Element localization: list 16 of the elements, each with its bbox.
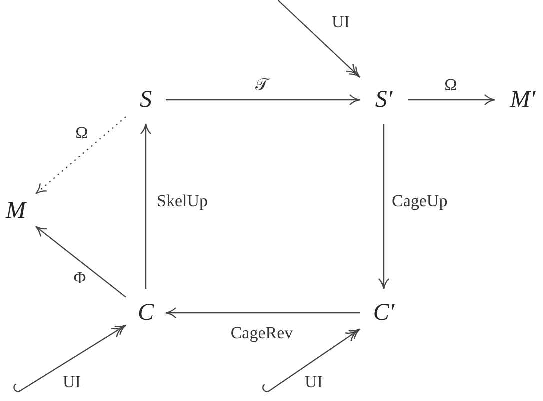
edge-label: 𝒯	[254, 76, 270, 94]
math-symbol: C′	[373, 301, 395, 325]
edge-label: CageUp	[391, 192, 449, 210]
math-symbol: S′	[375, 88, 393, 112]
edge-label: Ω	[74, 124, 90, 142]
edge-label: Ω	[444, 76, 458, 94]
math-symbol: M′	[510, 88, 536, 112]
edge-label: UI	[304, 374, 324, 390]
edge-label: UI	[331, 14, 351, 30]
edge-label: UI	[62, 374, 82, 390]
edge-label: Φ	[72, 270, 88, 286]
math-symbol: M	[6, 199, 26, 223]
edge-label: CageRev	[230, 324, 294, 342]
math-symbol: S	[140, 88, 152, 112]
edge-label: SkelUp	[156, 192, 209, 210]
math-symbol: C	[138, 301, 154, 325]
